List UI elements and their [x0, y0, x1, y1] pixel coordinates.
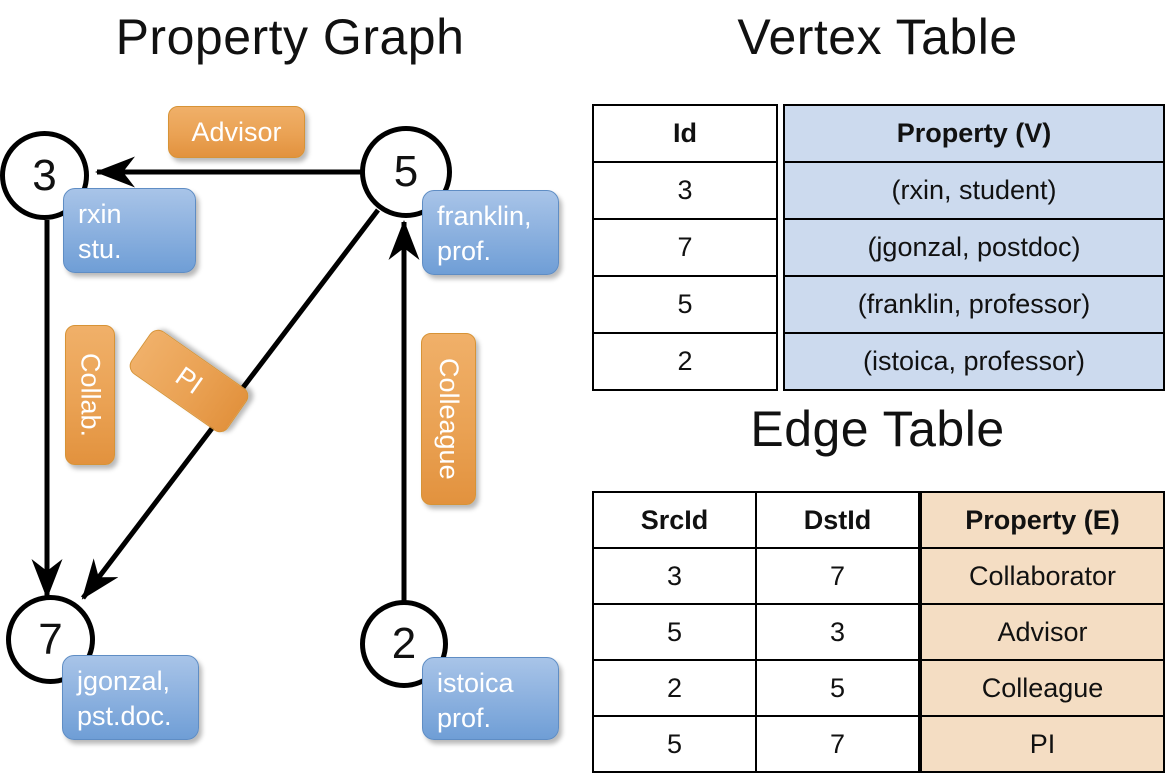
vertex-property-7-line1: jgonzal,: [77, 666, 171, 696]
table-row[interactable]: (franklin, professor): [783, 275, 1165, 334]
edge-property-collab-label: Collab.: [75, 352, 106, 438]
table-header-row: Property (E): [920, 491, 1165, 549]
edge-table-cell-property: PI: [920, 715, 1165, 773]
edge-table-cell-property: Advisor: [920, 603, 1165, 661]
table-row[interactable]: Colleague: [920, 659, 1165, 717]
vertex-table-cell-property: (istoica, professor): [783, 332, 1165, 391]
vertex-property-2-line2: prof.: [437, 702, 492, 733]
table-row[interactable]: PI: [920, 715, 1165, 773]
edge-table-cell-srcid: 5: [592, 715, 757, 773]
vertex-property-2-line1: istoica: [437, 668, 514, 698]
edge-table-header-srcid: SrcId: [592, 491, 757, 549]
table-row[interactable]: Advisor: [920, 603, 1165, 661]
vertex-table-header-property: Property (V): [783, 104, 1165, 163]
vertex-table-cell-id: 7: [592, 218, 778, 277]
graph-vertex-2-label: 2: [391, 619, 417, 668]
edge-property-callout-collab: Collab.: [65, 325, 115, 465]
table-row[interactable]: 5 7: [592, 715, 920, 773]
table-row[interactable]: (jgonzal, postdoc): [783, 218, 1165, 277]
table-header-row: Id: [592, 104, 778, 163]
table-row[interactable]: 5 3: [592, 603, 920, 661]
vertex-table-id-column: Id 3 7 5 2: [592, 104, 778, 391]
vertex-table-cell-property: (jgonzal, postdoc): [783, 218, 1165, 277]
edge-table-src-dst-columns: SrcId DstId 3 7 5 3 2 5 5 7: [592, 491, 920, 773]
vertex-table-cell-id: 2: [592, 332, 778, 391]
table-row[interactable]: (istoica, professor): [783, 332, 1165, 391]
vertex-table-header-id: Id: [592, 104, 778, 163]
edge-table-cell-property: Colleague: [920, 659, 1165, 717]
table-header-row: Property (V): [783, 104, 1165, 163]
vertex-property-5-line2: prof.: [437, 235, 492, 266]
edge-table-header-property: Property (E): [920, 491, 1165, 549]
table-row[interactable]: 2 5: [592, 659, 920, 717]
vertex-property-callout-5: franklin, prof.: [422, 190, 559, 275]
table-header-row: SrcId DstId: [592, 491, 920, 549]
table-row[interactable]: 2: [592, 332, 778, 391]
vertex-table-property-column: Property (V) (rxin, student) (jgonzal, p…: [783, 104, 1165, 391]
vertex-table-cell-id: 5: [592, 275, 778, 334]
graph-vertex-7-label: 7: [38, 614, 63, 664]
edge-property-pi-label: PI: [170, 360, 209, 401]
graph-vertex-2[interactable]: 2: [360, 600, 448, 688]
edge-table-cell-dstid: 7: [755, 715, 920, 773]
table-row[interactable]: Collaborator: [920, 547, 1165, 605]
edge-table-cell-srcid: 5: [592, 603, 757, 661]
edge-table-property-column: Property (E) Collaborator Advisor Collea…: [920, 491, 1165, 773]
edge-table-cell-dstid: 3: [755, 603, 920, 661]
edge-table-cell-dstid: 7: [755, 547, 920, 605]
edge-property-callout-advisor: Advisor: [168, 106, 305, 158]
table-row[interactable]: (rxin, student): [783, 161, 1165, 220]
vertex-table-cell-property: (franklin, professor): [783, 275, 1165, 334]
vertex-property-7-line2: pst.doc.: [77, 700, 172, 731]
graph-vertex-5[interactable]: 5: [360, 126, 452, 218]
edge-table-cell-srcid: 2: [592, 659, 757, 717]
vertex-property-callout-2: istoica prof.: [422, 657, 559, 740]
page-title-property-graph: Property Graph: [115, 9, 465, 65]
vertex-property-callout-3: rxin stu.: [63, 188, 196, 273]
page-title-vertex-table: Vertex Table: [737, 9, 1018, 65]
edge-property-colleague-label: Colleague: [434, 358, 464, 480]
table-row[interactable]: 7: [592, 218, 778, 277]
table-row[interactable]: 3: [592, 161, 778, 220]
vertex-property-3-line2: stu.: [78, 233, 122, 264]
edge-property-callout-colleague: Colleague: [421, 333, 476, 505]
edge-table-header-dstid: DstId: [755, 491, 920, 549]
property-graph-diagram: 3 5 7 2 rxin stu. franklin, prof. jgonza…: [0, 0, 580, 760]
table-row[interactable]: 5: [592, 275, 778, 334]
graph-vertex-5-label: 5: [393, 147, 419, 196]
graph-vertex-3-label: 3: [32, 150, 57, 200]
vertex-table-cell-property: (rxin, student): [783, 161, 1165, 220]
vertex-property-5-line1: franklin,: [437, 201, 532, 231]
page-title-edge-table: Edge Table: [750, 401, 1005, 457]
edge-table-cell-property: Collaborator: [920, 547, 1165, 605]
edge-table-cell-dstid: 5: [755, 659, 920, 717]
edge-table-cell-srcid: 3: [592, 547, 757, 605]
vertex-property-3-line1: rxin: [78, 199, 122, 229]
vertex-table-cell-id: 3: [592, 161, 778, 220]
vertex-property-callout-7: jgonzal, pst.doc.: [62, 655, 199, 740]
table-row[interactable]: 3 7: [592, 547, 920, 605]
edge-property-advisor-label: Advisor: [191, 116, 282, 147]
